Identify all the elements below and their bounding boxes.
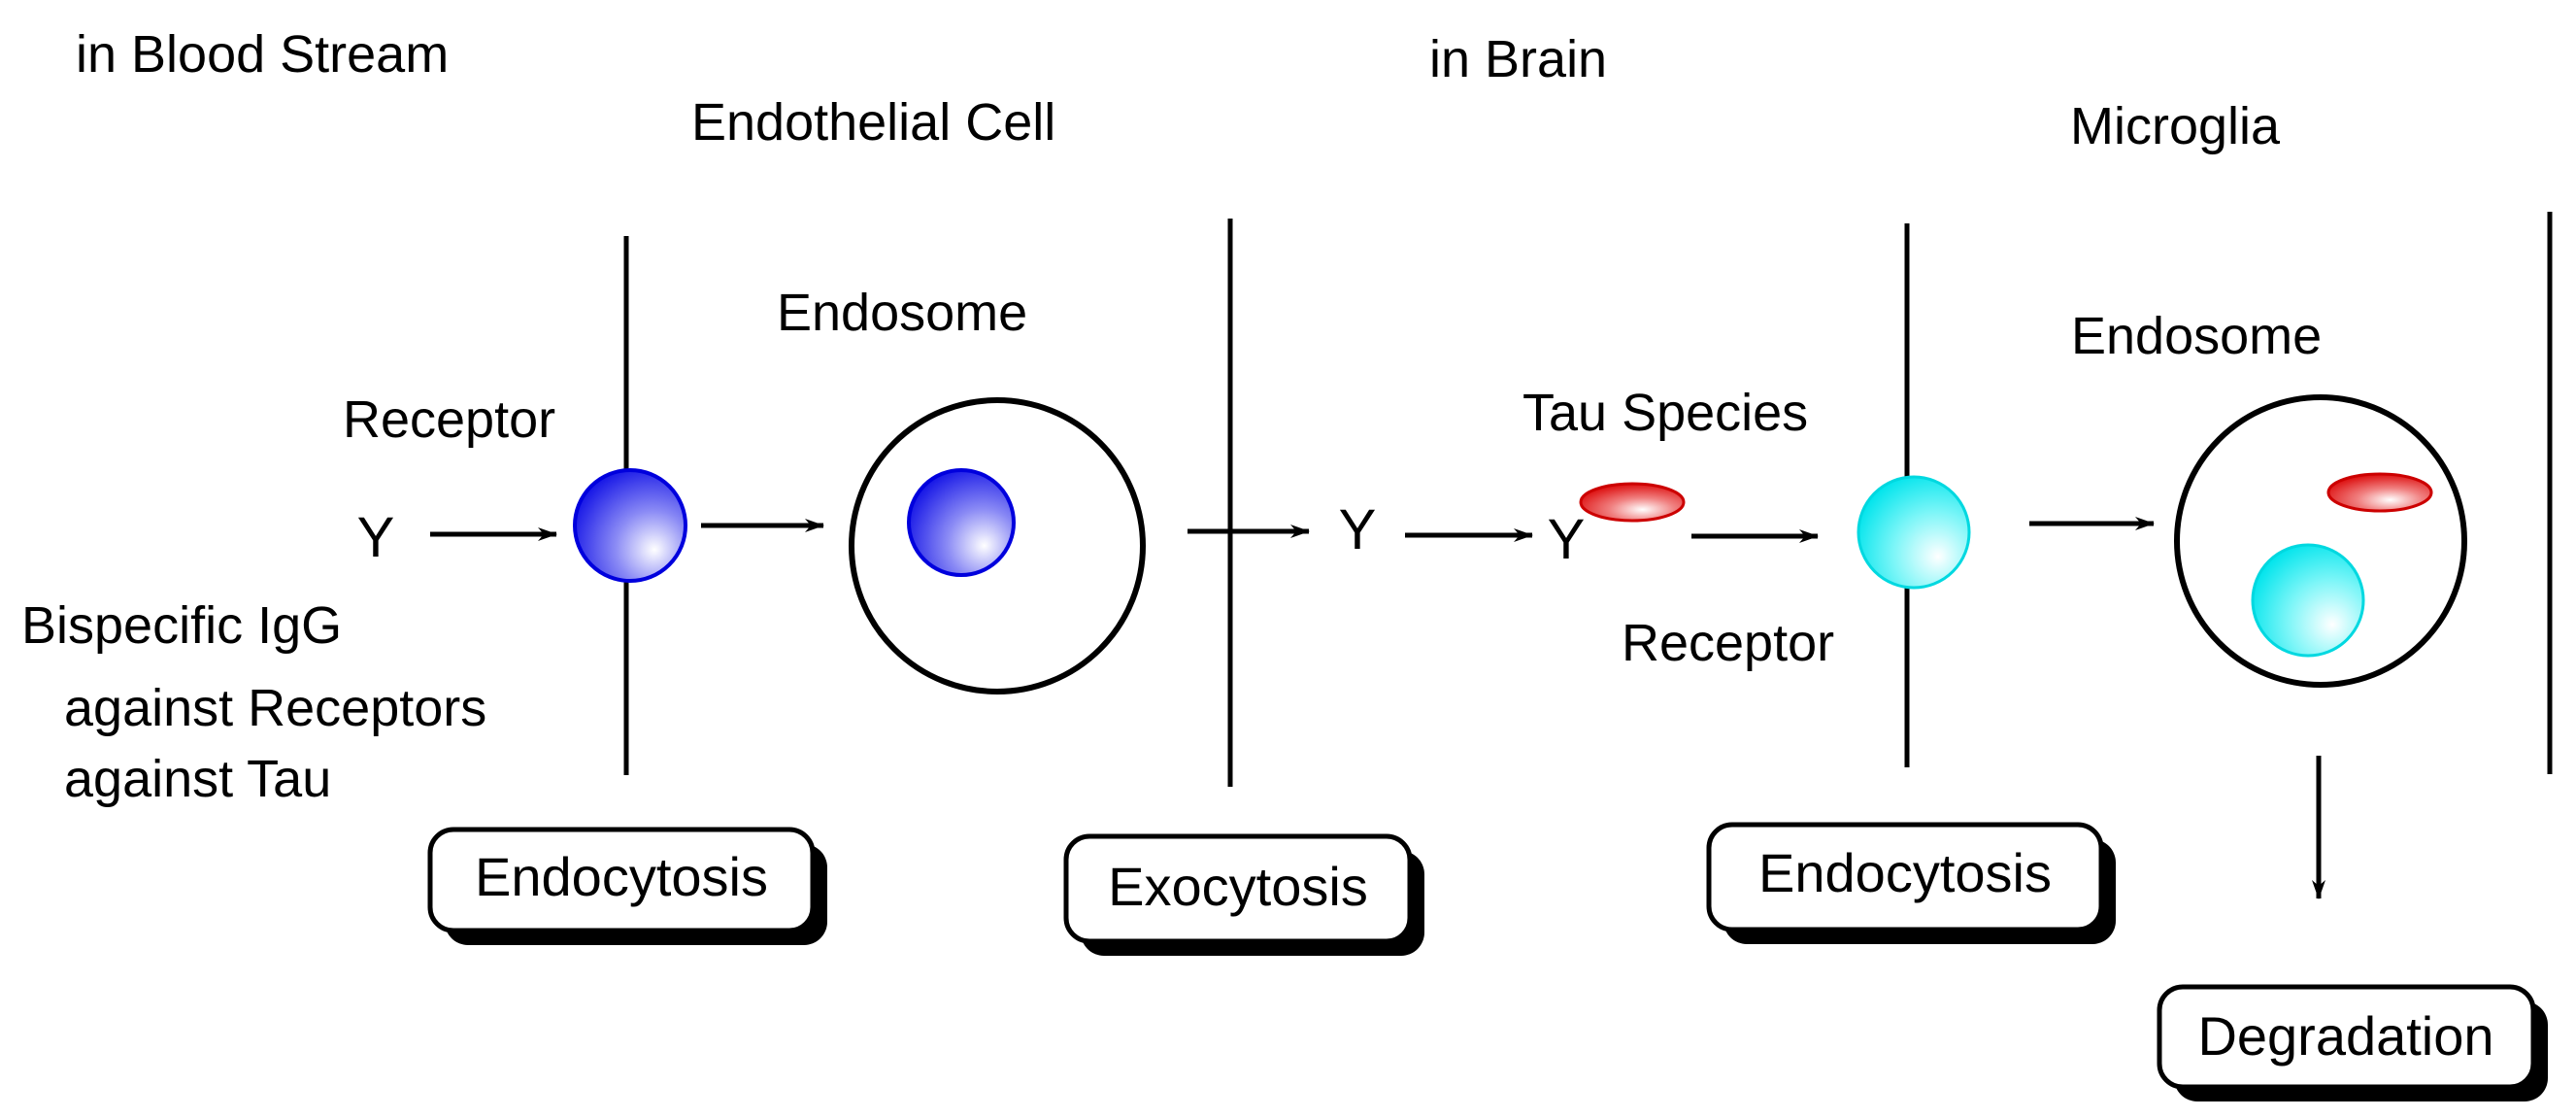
antibody-y-4: Y	[1548, 508, 1586, 571]
endosome-right-receptor	[2251, 543, 2365, 658]
bispecific-label-line2: against Receptors	[64, 679, 486, 737]
bispecific-label-line3: against Tau	[64, 750, 331, 808]
tau-species-blob	[1579, 482, 1686, 523]
endosome-right-tau-blob	[2326, 472, 2433, 513]
endocytosis-2-label: Endocytosis	[1758, 842, 2052, 903]
endosome-right-label: Endosome	[2071, 307, 2322, 365]
region-brain-label: in Brain	[1429, 30, 1607, 88]
degradation-box: Degradation	[2157, 984, 2548, 1101]
endocytosis-box-2: Endocytosis	[1706, 822, 2116, 944]
bispecific-label-line1: Bispecific IgG	[21, 596, 342, 655]
region-microglia-label: Microglia	[2070, 97, 2281, 155]
receptor-blue	[573, 468, 687, 583]
degradation-label: Degradation	[2197, 1005, 2493, 1067]
endocytosis-box-1: Endocytosis	[427, 827, 827, 945]
region-blood-label: in Blood Stream	[76, 25, 449, 84]
tau-species-label: Tau Species	[1522, 384, 1808, 442]
receptor-cyan	[1857, 475, 1971, 590]
receptor-right-label: Receptor	[1622, 614, 1834, 672]
exocytosis-box: Exocytosis	[1063, 833, 1424, 956]
endosome-left-label: Endosome	[777, 284, 1027, 342]
receptor-left-label: Receptor	[343, 390, 555, 449]
endosome-left-receptor	[907, 468, 1016, 577]
region-endothelial-label: Endothelial Cell	[691, 93, 1055, 152]
antibody-y-3: Y	[1339, 498, 1377, 561]
endocytosis-1-label: Endocytosis	[475, 846, 768, 907]
endosome-right	[2174, 394, 2467, 688]
exocytosis-label: Exocytosis	[1108, 856, 1368, 917]
antibody-y-1: Y	[357, 506, 395, 569]
